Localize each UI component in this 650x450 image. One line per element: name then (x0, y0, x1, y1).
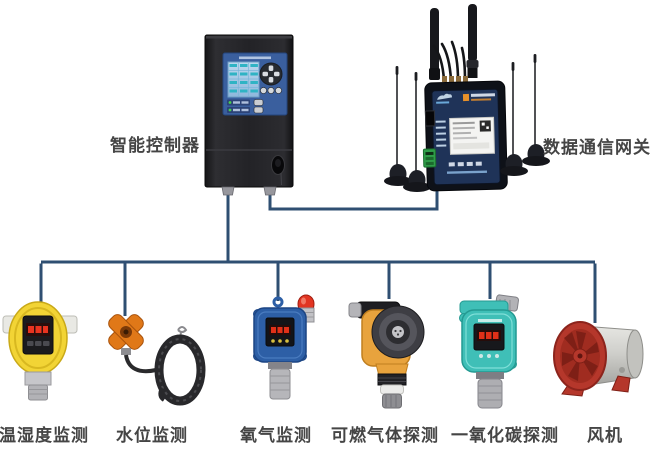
carbon-monoxide-detector (459, 294, 519, 409)
gateway-main-antenna-right (466, 4, 479, 78)
gateway-device (384, 4, 550, 192)
controller-side-buttons (253, 99, 264, 114)
controller-keyhole (271, 155, 285, 186)
co-detector-probe (476, 372, 504, 409)
gateway-logo (436, 93, 453, 104)
gateway-antenna-connectors (442, 76, 468, 82)
wire-controller-gateway (268, 190, 439, 211)
gateway-product-marks (462, 93, 495, 102)
gateway-label: 数据通信网关 (543, 138, 650, 157)
oxygen-sensor-probe (268, 362, 292, 400)
controller-lcd-screen (227, 61, 260, 98)
controller-cable-glands (221, 186, 277, 196)
oxygen-sensor-eyelet (272, 296, 284, 308)
gateway-magnetic-antenna-r2 (522, 54, 550, 166)
gateway-port-labels (435, 120, 447, 147)
water-sensor-head (108, 314, 144, 350)
gateway-label-sticker (449, 116, 496, 155)
smart-controller-device (204, 34, 294, 196)
sensor-display (22, 315, 54, 355)
oxygen-sensor (253, 294, 315, 400)
gateway-magnetic-antenna-l2 (403, 72, 431, 192)
sensor-label-oxygen: 氧气监测 (240, 426, 312, 445)
gas-detector-sensor-face (371, 305, 425, 359)
temp-humidity-sensor (2, 301, 78, 401)
gateway-main-antenna-left (429, 8, 440, 80)
controller-panel-title (239, 56, 271, 60)
gateway-magnetic-antenna-l1 (384, 66, 412, 186)
controller-function-buttons (260, 87, 282, 94)
controller-panel (222, 52, 288, 116)
sensor-label-fan: 风机 (587, 426, 623, 445)
gas-detector-probe (375, 363, 409, 409)
sensor-probe (24, 371, 52, 401)
sensor-label-combustible-gas: 可燃气体探测 (331, 426, 439, 445)
gateway-bottom-marks (446, 161, 487, 174)
water-level-sensor (108, 314, 206, 406)
controller-label: 智能控制器 (110, 136, 200, 155)
sensor-label-temp-humidity: 温湿度监测 (0, 426, 89, 445)
gateway-body (422, 80, 508, 192)
water-sensor-cable-coil (154, 326, 206, 406)
exhaust-fan (553, 321, 644, 397)
gateway-ethernet-port (424, 110, 436, 127)
gateway-magnetic-antenna-r1 (500, 62, 528, 176)
oxygen-sensor-display (265, 317, 295, 347)
wire-bus (39, 260, 597, 323)
controller-indicators (227, 99, 250, 113)
sensor-label-carbon-monoxide: 一氧化碳探测 (451, 426, 559, 445)
co-detector-display (473, 319, 505, 358)
sensor-label-water-level: 水位监测 (116, 426, 188, 445)
combustible-gas-detector (348, 301, 425, 409)
water-sensor-cable (124, 354, 157, 374)
gateway-terminal-block (422, 148, 437, 168)
controller-dpad (259, 62, 283, 86)
water-sensor-gland (121, 348, 131, 355)
fan-impeller (553, 321, 607, 391)
